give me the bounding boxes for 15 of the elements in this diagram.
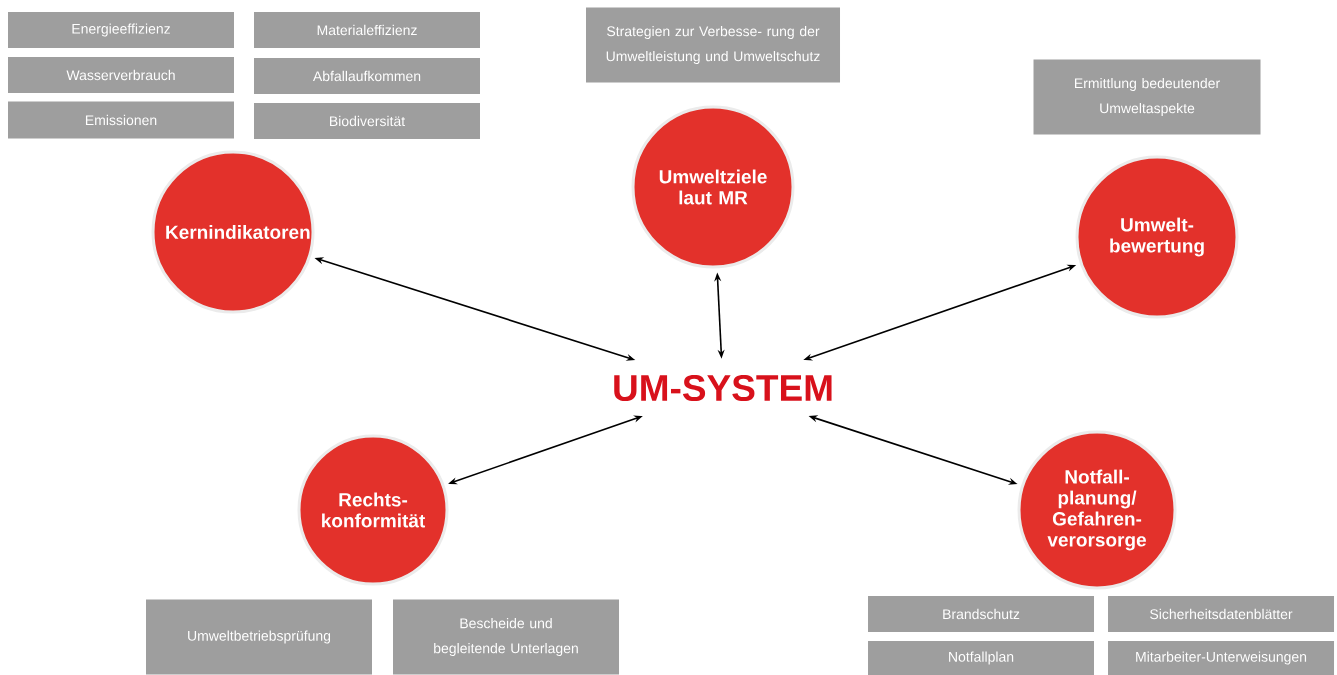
label-box: Emissionen <box>8 101 234 139</box>
center-title: UM-SYSTEM <box>614 374 832 402</box>
label-box: Energieeffizienz <box>8 12 234 48</box>
label-box: Wasserverbrauch <box>8 57 234 93</box>
label-box: Brandschutz <box>868 596 1094 632</box>
label-box: Umweltbetriebsprüfung <box>146 599 372 675</box>
label-box: Notfallplan <box>868 641 1094 675</box>
label-box: Sicherheitsdatenblätter <box>1108 596 1334 632</box>
label-box: Ermittlung bedeutender Umweltaspekte <box>1033 59 1261 135</box>
label-box: Mitarbeiter-Unterweisungen <box>1108 641 1334 675</box>
label-box: Bescheide und begleitende Unterlagen <box>393 599 619 675</box>
label-box: Abfallaufkommen <box>254 58 480 94</box>
label-box: Materialeffizienz <box>254 12 480 48</box>
label-box: Strategien zur Verbesse- rung der Umweltleistung und Umweltschutz <box>586 7 840 83</box>
label-box: Biodiversität <box>254 103 480 139</box>
